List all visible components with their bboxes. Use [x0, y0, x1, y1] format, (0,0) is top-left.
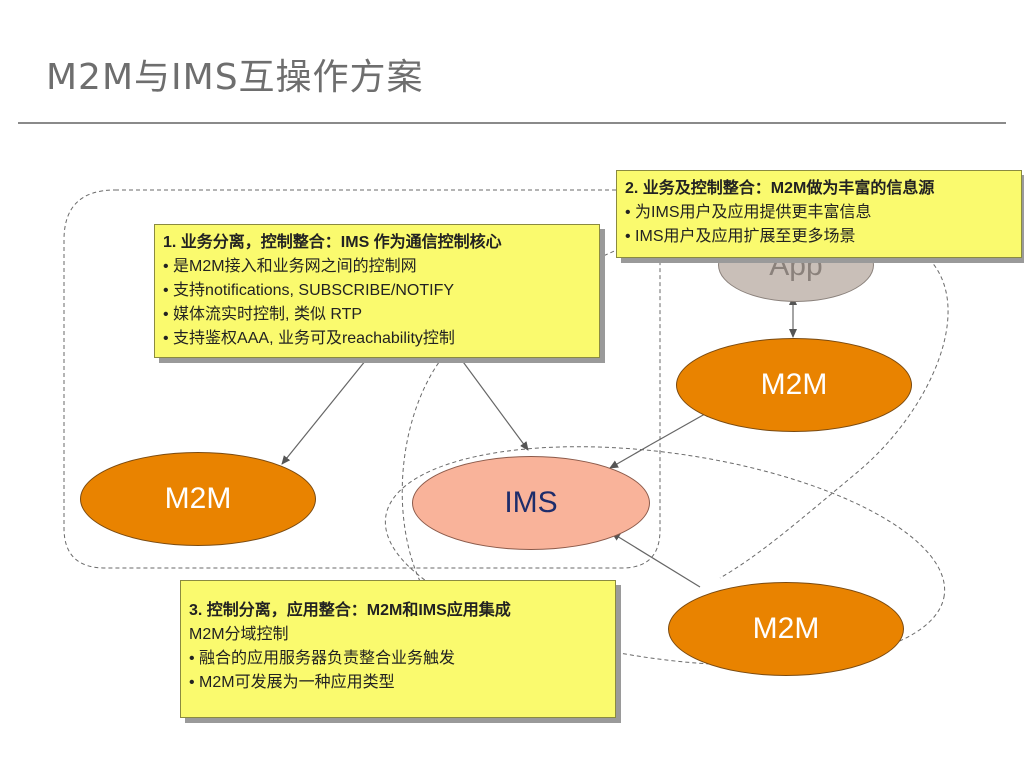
arrow-box1-to-ims — [457, 354, 529, 451]
arrow-ims-m2m-right-end — [649, 409, 713, 446]
title-divider — [18, 122, 1006, 124]
callout-2-item: • IMS用户及应用扩展至更多场景 — [625, 228, 856, 245]
callout-box-1: 1. 业务分离，控制整合：IMS 作为通信控制核心 • 是M2M接入和业务网之间… — [154, 224, 600, 358]
arrow-m2m-bottom-to-ims — [611, 532, 701, 588]
callout-2-item: • 为IMS用户及应用提供更丰富信息 — [625, 204, 872, 221]
group-region-bottom — [384, 446, 946, 666]
m2m-node-bottom: M2M — [668, 582, 904, 676]
m2m-right-label: M2M — [760, 368, 828, 401]
arrow-ims-m2m-right-start — [609, 444, 651, 469]
callout-1-heading: 1. 业务分离，控制整合：IMS 作为通信控制核心 — [163, 234, 502, 251]
callout-3-heading: 3. 控制分离，应用整合：M2M和IMS应用集成 — [189, 602, 511, 619]
callout-1-item: • 支持鉴权AAA, 业务可及reachability控制 — [163, 330, 455, 347]
callout-1-item: • 媒体流实时控制, 类似 RTP — [163, 306, 363, 323]
ims-node: IMS — [412, 456, 650, 550]
m2m-node-left: M2M — [80, 452, 316, 546]
callout-3-item: M2M分域控制 — [189, 626, 289, 643]
slide-title: M2M与IMS互操作方案 — [46, 57, 424, 98]
m2m-bottom-label: M2M — [752, 612, 820, 645]
callout-box-3: 3. 控制分离，应用整合：M2M和IMS应用集成 M2M分域控制 • 融合的应用… — [180, 580, 616, 718]
callout-2-heading: 2. 业务及控制整合：M2M做为丰富的信息源 — [625, 180, 935, 197]
callout-box-2: 2. 业务及控制整合：M2M做为丰富的信息源 • 为IMS用户及应用提供更丰富信… — [616, 170, 1022, 258]
m2m-left-label: M2M — [164, 482, 232, 515]
m2m-node-right: M2M — [676, 338, 912, 432]
ims-label: IMS — [504, 486, 558, 519]
callout-1-item: • 是M2M接入和业务网之间的控制网 — [163, 258, 417, 275]
callout-3-item: • M2M可发展为一种应用类型 — [189, 674, 395, 691]
callout-1-item: • 支持notifications, SUBSCRIBE/NOTIFY — [163, 282, 455, 299]
arrow-box1-to-m2m-left — [281, 354, 371, 465]
callout-3-item: • 融合的应用服务器负责整合业务触发 — [189, 650, 456, 667]
